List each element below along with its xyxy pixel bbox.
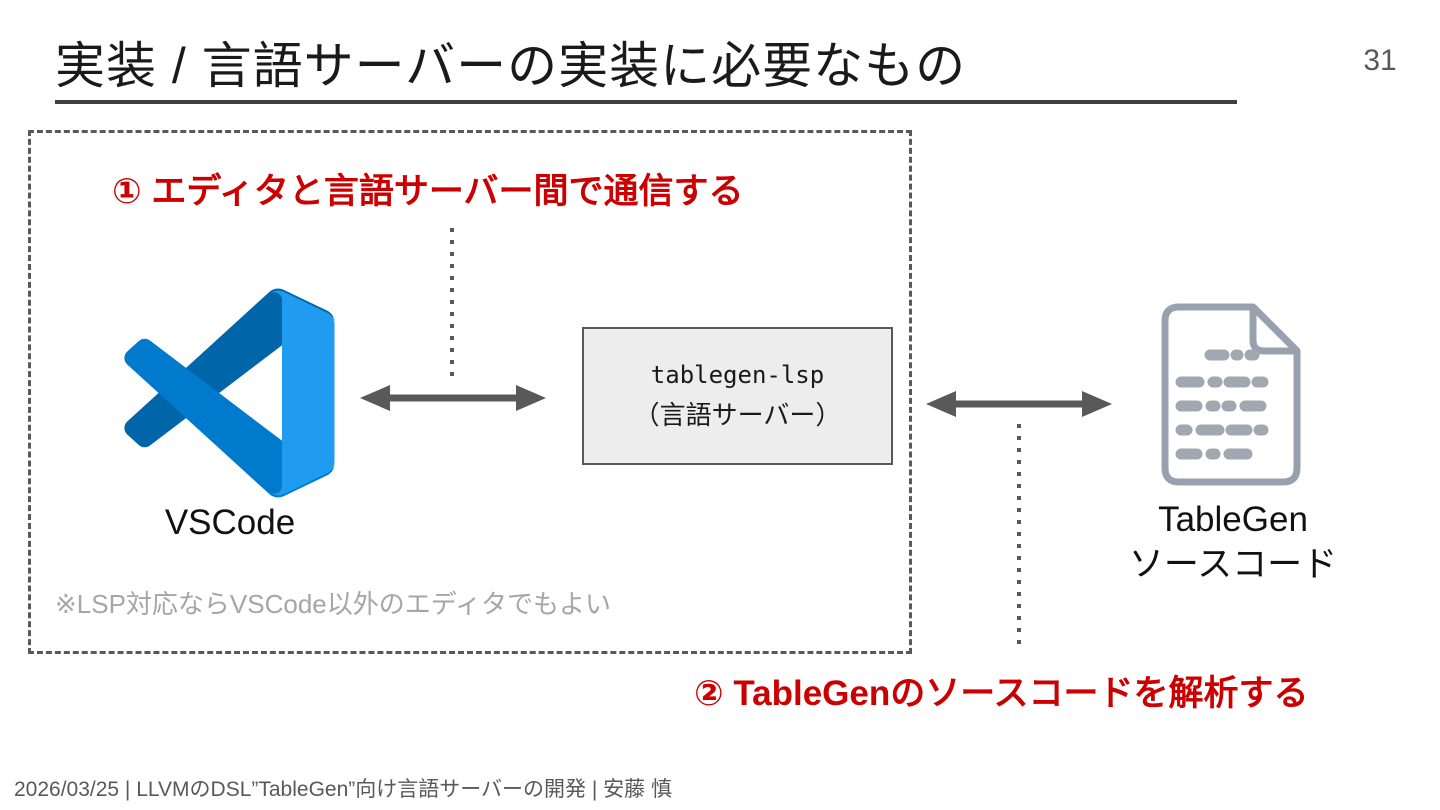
editor-server-scope-box [28,130,912,654]
server-source-arrow-icon [924,389,1114,419]
server-box-name: tablegen-lsp [650,360,825,389]
vscode-label: VSCode [164,503,296,542]
page-title: 実装 / 言語サーバーの実装に必要なもの [55,38,967,94]
document-icon [1157,302,1303,488]
language-server-box: tablegen-lsp （言語サーバー） [582,327,893,465]
slide-footer: 2026/03/25 | LLVMのDSL”TableGen”向け言語サーバーの… [14,778,673,801]
server-box-subtitle: （言語サーバー） [633,399,842,430]
dotted-connector-2 [1017,424,1021,652]
page-number: 31 [1363,44,1397,77]
tablegen-label-line1: TableGen [1158,500,1308,539]
annotation-parse-source: ② TableGenのソースコードを解析する [694,674,1309,713]
dotted-connector-1 [450,228,454,378]
tablegen-label-line2: ソースコード [1128,544,1338,584]
editor-server-arrow-icon [358,383,548,413]
lsp-compat-note: ※LSP対応ならVSCode以外のエディタでもよい [55,589,611,619]
vscode-logo-icon [122,288,337,498]
title-underline [55,100,1237,104]
tablegen-source-label: TableGen ソースコード [1098,498,1368,588]
annotation-communication: ① エディタと言語サーバー間で通信する [112,172,744,211]
